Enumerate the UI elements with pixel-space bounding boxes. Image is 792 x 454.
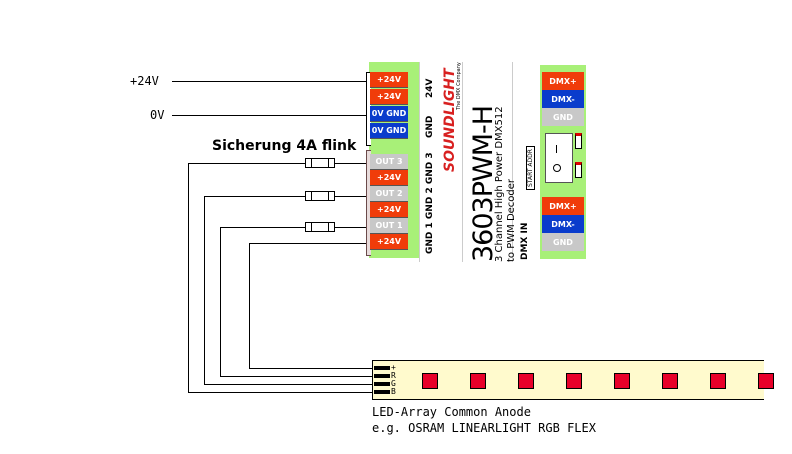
strip-caption-1: LED-Array Common Anode xyxy=(372,405,531,419)
wire-out1-h xyxy=(220,227,370,228)
wire-out2-h xyxy=(204,196,370,197)
output-connector-frame xyxy=(366,150,371,256)
dmx-top-gnd: GND xyxy=(542,108,584,126)
strip-caption-2: e.g. OSRAM LINEARLIGHT RGB FLEX xyxy=(372,421,596,435)
fuse-3-icon xyxy=(305,158,335,168)
switch-on-icon xyxy=(556,145,557,153)
terminal-gnd-1: 0V GND xyxy=(370,106,408,122)
module-divider-2 xyxy=(512,62,513,262)
terminal-out3: OUT 3 xyxy=(370,154,408,170)
pin-label-b: B xyxy=(391,387,396,396)
pin-r xyxy=(374,374,390,378)
model-desc-2: to PWM Decoder xyxy=(506,178,517,262)
wire-out2-b xyxy=(204,384,374,385)
wire-out1-v xyxy=(220,227,221,377)
terminal-out1-plus: +24V xyxy=(370,234,408,250)
led-7 xyxy=(710,373,726,389)
module-divider xyxy=(462,62,463,262)
dip-2[interactable] xyxy=(575,162,582,178)
pin-label-r: R xyxy=(391,371,396,380)
led-4 xyxy=(566,373,582,389)
start-addr-label: START ADDR xyxy=(526,146,535,190)
led-2 xyxy=(470,373,486,389)
pin-b xyxy=(374,390,390,394)
wire-out3-b xyxy=(188,392,374,393)
pin-plus xyxy=(374,366,390,370)
dmx-top-minus: DMX- xyxy=(542,90,584,108)
terminal-gnd-2: 0V GND xyxy=(370,123,408,139)
label-24v: 24V xyxy=(425,78,435,99)
led-5 xyxy=(614,373,630,389)
dmx-in-label: DMX IN xyxy=(520,222,530,260)
pin-g xyxy=(374,382,390,386)
wire-out1-b xyxy=(220,376,374,377)
address-switch[interactable] xyxy=(545,133,573,183)
fuse-1-icon xyxy=(305,222,335,232)
dmx-bottom-gnd: GND xyxy=(542,233,584,251)
dmx-bottom-plus: DMX+ xyxy=(542,197,584,215)
fuse-2-icon xyxy=(305,191,335,201)
power-connector-frame xyxy=(366,72,371,146)
plus-24v-label: +24V xyxy=(130,74,159,88)
led-6 xyxy=(662,373,678,389)
wire-out2-v xyxy=(204,196,205,385)
zero-v-label: 0V xyxy=(150,108,165,122)
terminal-plus24v-2: +24V xyxy=(370,89,408,105)
plus-24v-wire xyxy=(172,81,370,82)
dmx-top-plus: DMX+ xyxy=(542,72,584,90)
wire-plus-h xyxy=(249,243,370,244)
model-desc-1: 3 Channel High Power DMX512 xyxy=(494,106,505,262)
wire-out3-h xyxy=(188,163,370,164)
wire-plus-v xyxy=(249,243,250,369)
terminal-out1: OUT 1 xyxy=(370,218,408,234)
wire-plus-b xyxy=(249,368,374,369)
led-8 xyxy=(758,373,774,389)
terminal-out3-plus: +24V xyxy=(370,170,408,186)
dmx-bottom-minus: DMX- xyxy=(542,215,584,233)
terminal-out2-plus: +24V xyxy=(370,202,408,218)
module-body xyxy=(419,62,584,262)
dip-1[interactable] xyxy=(575,133,582,149)
zero-v-wire xyxy=(172,115,370,116)
brand-subtitle: The DMX Company xyxy=(456,62,462,110)
label-gnd-outputs: GND 1 GND 2 GND 3 xyxy=(425,152,435,254)
pin-label-g: G xyxy=(391,379,396,388)
label-gnd: GND xyxy=(425,115,435,138)
led-1 xyxy=(422,373,438,389)
terminal-plus24v-1: +24V xyxy=(370,72,408,88)
terminal-out2: OUT 2 xyxy=(370,186,408,202)
pin-label-plus: + xyxy=(391,363,396,372)
fuse-label: Sicherung 4A flink xyxy=(212,138,357,154)
led-3 xyxy=(518,373,534,389)
switch-off-icon xyxy=(553,164,561,172)
wire-out3-v xyxy=(188,163,189,393)
